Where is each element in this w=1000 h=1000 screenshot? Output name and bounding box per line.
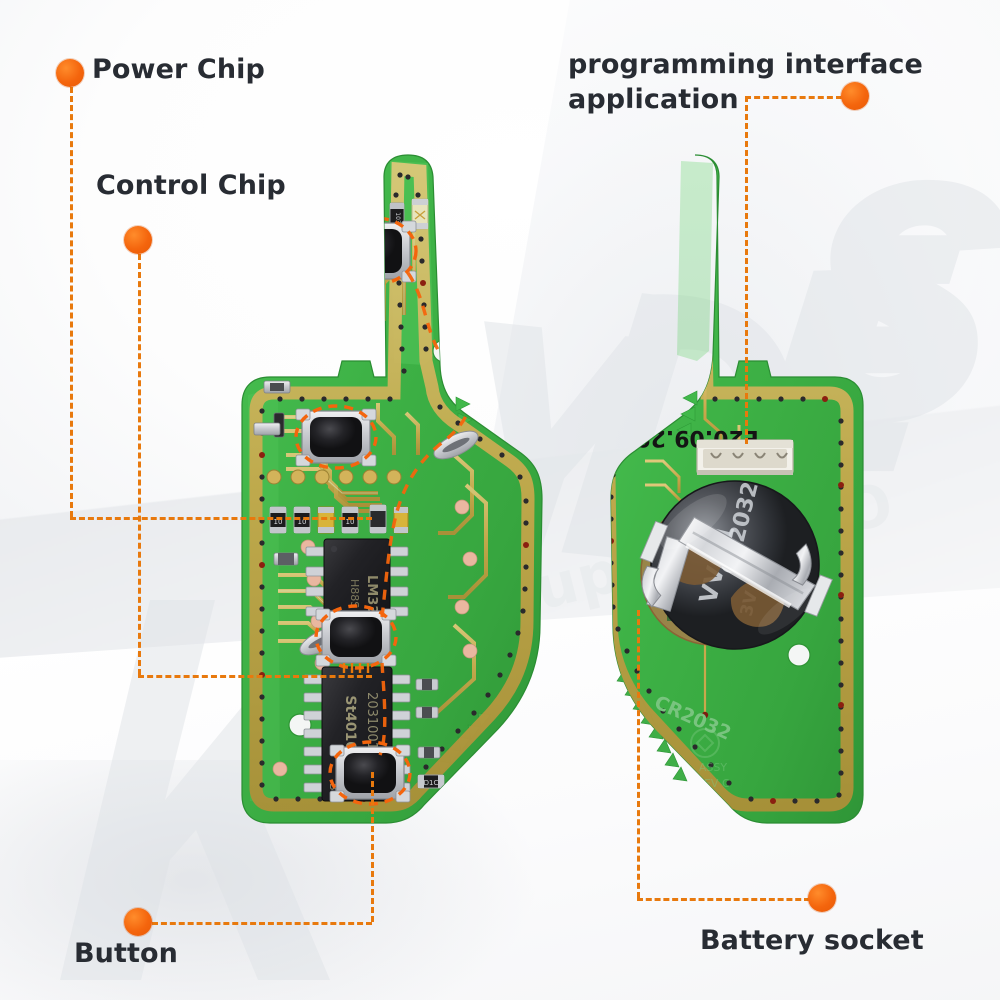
svg-text:10: 10 [298, 518, 307, 526]
callout-dot-battery-socket[interactable] [808, 884, 836, 912]
svg-text:ASSY: ASSY [699, 761, 727, 774]
svg-text:10: 10 [346, 518, 355, 526]
svg-text:10: 10 [274, 518, 283, 526]
svg-text:H88S: H88S [348, 579, 361, 608]
leader-programming-horizontal [745, 96, 842, 99]
leader-programming-vertical [745, 96, 748, 444]
tactile-switch-top [334, 216, 418, 286]
tactile-switch-upper [294, 404, 378, 470]
leader-control-chip-vertical [138, 254, 141, 675]
callout-label-power-chip: Power Chip [92, 54, 265, 85]
svg-text:REV C: REV C [696, 777, 730, 790]
callout-dot-control-chip[interactable] [124, 226, 152, 254]
coin-cell-battery: CR2032 VV0I1 3V [639, 479, 833, 650]
svg-text:103: 103 [394, 212, 401, 224]
leader-control-chip-horizontal [138, 675, 372, 678]
leader-power-chip-vertical [70, 87, 73, 517]
callout-label-battery-socket: Battery socket [700, 925, 924, 956]
callout-dot-button[interactable] [124, 908, 152, 936]
leader-button-vertical [371, 772, 374, 922]
back-pcb-board: E20.09.29 CR2032 [585, 154, 885, 835]
leader-battery-horizontal [637, 898, 810, 901]
callout-dot-power-chip[interactable] [56, 59, 84, 87]
tactile-switch-middle [314, 604, 398, 673]
tactile-switch-bottom [328, 740, 412, 806]
front-pcb-board: 103 10 10 10 [218, 154, 588, 835]
callout-label-button: Button [74, 938, 178, 969]
leader-power-chip-horizontal [70, 517, 372, 520]
callout-dot-programming-interface[interactable] [841, 82, 869, 110]
svg-text:D1C: D1C [424, 779, 439, 787]
leader-button-horizontal [152, 922, 372, 925]
callout-label-control-chip: Control Chip [96, 170, 286, 201]
callout-label-programming-interface-application: programming interface application [568, 49, 923, 115]
leader-battery-vertical [637, 610, 640, 898]
programming-connector [696, 439, 794, 475]
